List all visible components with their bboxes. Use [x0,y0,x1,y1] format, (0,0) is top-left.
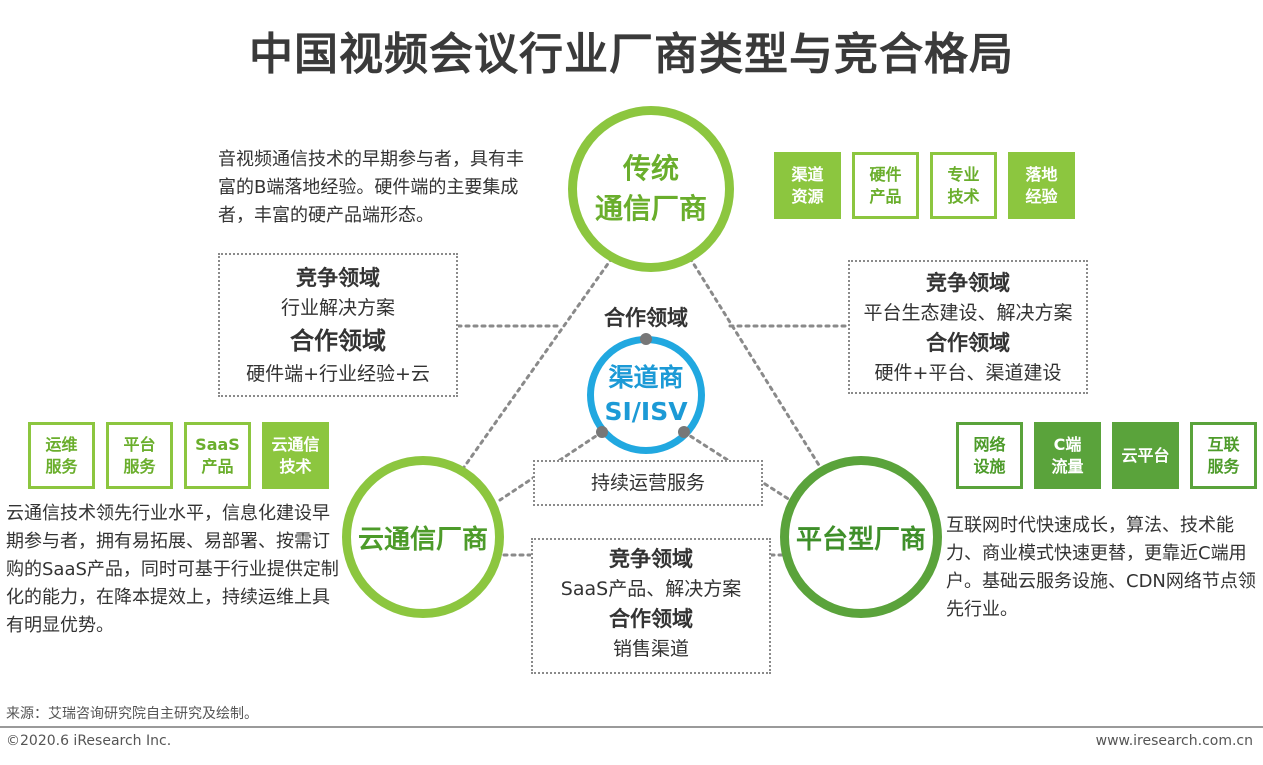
website-link[interactable]: www.iresearch.com.cn [1095,733,1253,749]
coop-text: 销售渠道 [612,638,689,660]
tag-cloud-platform: 平台 服务 [106,422,173,489]
compete-text: 平台生态建设、解决方案 [863,302,1073,324]
node-platform-label: 平台型厂商 [795,524,926,555]
node-cloud-vendor: 云通信厂商 [342,456,504,618]
coop-title: 合作领域 [290,327,386,355]
compete-title: 竞争领域 [926,271,1010,295]
tag-line: 产品 [869,186,902,206]
edge-traditional-cloud [460,256,614,472]
tag-line: 设施 [973,456,1006,476]
tag-platform-cloud: 云平台 [1112,422,1179,489]
tag-line: 平台 [123,434,156,454]
tag-line: 服务 [123,456,156,476]
tag-line: 技术 [279,456,312,476]
tag-line: 硬件 [869,164,902,184]
tag-line: 专业 [947,164,980,184]
tag-line: 经验 [1025,186,1058,206]
coop-text: 硬件端+行业经验+云 [246,363,430,385]
channel-top-dot [640,333,652,345]
tag-line: 网络 [973,434,1006,454]
traditional-cloud-relation-box: 竞争领域 行业解决方案 合作领域 硬件端+行业经验+云 [218,253,458,397]
tag-line: 渠道 [791,164,824,184]
copyright: ©2020.6 iResearch Inc. [6,733,172,749]
tag-line: C端 [1053,434,1082,454]
coop-title: 合作领域 [926,331,1010,355]
node-channel-line2: SI/ISV [604,397,688,426]
compete-text: SaaS产品、解决方案 [560,578,742,600]
tag-platform-internet: 互联 服务 [1190,422,1257,489]
tag-line: 服务 [45,456,78,476]
tag-platform-network: 网络 设施 [956,422,1023,489]
tag-line: 服务 [1207,456,1240,476]
tag-traditional-expertise: 专业 技术 [930,152,997,219]
traditional-platform-relation-box: 竞争领域 平台生态建设、解决方案 合作领域 硬件+平台、渠道建设 [848,260,1088,394]
channel-right-dot [678,426,690,438]
compete-title: 竞争领域 [609,547,693,571]
tag-line: 落地 [1025,164,1058,184]
tag-traditional-experience: 落地 经验 [1008,152,1075,219]
tag-traditional-hardware: 硬件 产品 [852,152,919,219]
tag-platform-c-traffic: C端 流量 [1034,422,1101,489]
tag-cloud-saas: SaaS 产品 [184,422,251,489]
coop-title: 合作领域 [609,607,693,631]
channel-left-dot [596,426,608,438]
edge-channel-cloud [498,430,604,502]
tag-line: 云通信 [271,434,320,454]
tag-line: 运维 [45,434,78,454]
compete-title: 竞争领域 [296,266,380,290]
tag-line: 技术 [947,186,980,206]
node-traditional-vendor: 传统 通信厂商 [568,106,734,272]
tag-line: 产品 [201,456,234,476]
node-platform-vendor: 平台型厂商 [780,456,942,618]
tag-line: 流量 [1051,456,1084,476]
node-traditional-line1: 传统 [622,152,679,185]
edge-traditional-platform [688,256,824,472]
traditional-description: 音视频通信技术的早期参与者，具有丰富的B端落地经验。硬件端的主要集成者，丰富的硬… [218,149,524,226]
platform-description: 互联网时代快速成长，算法、技术能力、商业模式快速更替，更靠近C端用户。基础云服务… [946,515,1256,620]
node-channel-line1: 渠道商 [608,363,684,392]
tag-line: 资源 [791,186,824,206]
footer-divider [0,726,1263,728]
tag-cloud-tech: 云通信 技术 [262,422,329,489]
tag-line: 云平台 [1121,445,1170,465]
tag-traditional-channel: 渠道 资源 [774,152,841,219]
ongoing-service-box: 持续运营服务 [533,460,763,506]
center-coop-label: 合作领域 [604,306,688,330]
tag-line: 互联 [1207,434,1240,454]
tag-cloud-ops: 运维 服务 [28,422,95,489]
cloud-description: 云通信技术领先行业水平，信息化建设早期参与者，拥有易拓展、易部署、按需订购的Sa… [6,503,339,636]
node-traditional-line2: 通信厂商 [594,192,707,225]
page-title: 中国视频会议行业厂商类型与竞合格局 [249,29,1014,80]
compete-text: 行业解决方案 [280,297,395,319]
source-note: 来源：艾瑞咨询研究院自主研究及绘制。 [6,706,258,722]
node-cloud-label: 云通信厂商 [357,524,488,555]
cloud-platform-relation-box: 竞争领域 SaaS产品、解决方案 合作领域 销售渠道 [531,538,771,674]
coop-text: 硬件+平台、渠道建设 [874,362,1062,384]
tag-line: SaaS [195,434,240,454]
